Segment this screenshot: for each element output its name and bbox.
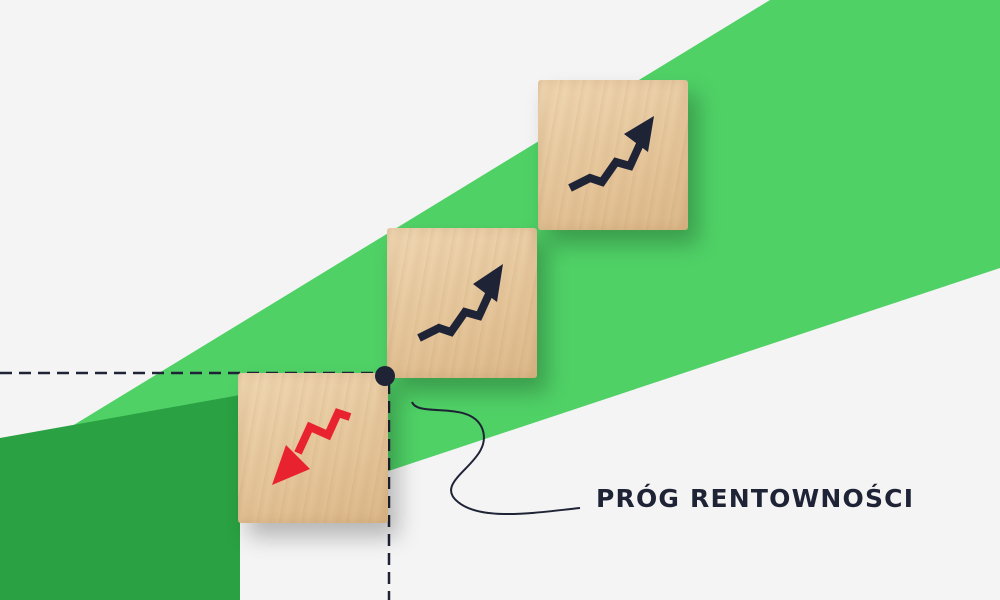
trend-down-arrow-icon [272,408,352,485]
wooden-block-loss [238,373,388,523]
trend-up-arrow-icon [568,116,654,192]
wooden-block-breakeven [387,228,537,378]
callout-curve [411,401,581,515]
break-even-label: PRÓG RENTOWNOŚCI [596,484,915,513]
break-even-point-marker [375,366,395,386]
green-band-dark [0,395,240,600]
wooden-block-profit [538,80,688,230]
trend-up-arrow-icon [417,264,503,342]
